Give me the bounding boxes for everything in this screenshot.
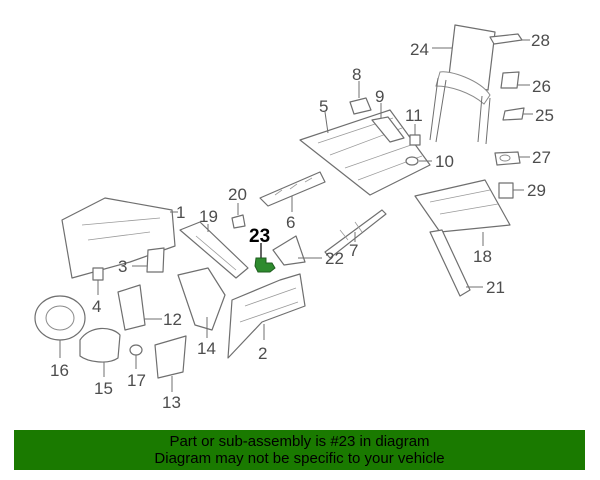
callout-21: 21 [486,278,505,297]
callout-15: 15 [94,379,113,398]
part-7-rail [324,209,387,259]
part-14-wheelhouse-trim [177,267,226,338]
callout-6: 6 [286,213,295,232]
callout-14: 14 [197,339,216,358]
part-1-quarter-trim [61,197,178,279]
callout-12: 12 [163,310,182,329]
part-21-pillar-trim [429,229,483,297]
part-29-latch [498,182,524,199]
callout-17: 17 [127,371,146,390]
part-26-bracket [500,71,530,89]
callout-18: 18 [473,247,492,266]
part-15-foam-block [79,327,121,377]
part-2-quarter-trim [227,273,306,359]
callout-22: 22 [325,249,344,268]
part-27-handle [494,151,530,166]
banner-line-2: Diagram may not be specific to your vehi… [154,450,445,467]
part-24-shade-frame [429,24,496,145]
info-banner: Part or sub-assembly is #23 in diagram D… [14,430,585,470]
part-18-cargo-cover [414,179,511,246]
callout-28: 28 [531,31,550,50]
part-10-grommet [405,156,432,166]
part-4-cap [92,267,104,295]
part-20-clip [231,203,246,229]
part-12-panel [117,284,162,331]
callout-7: 7 [349,241,358,260]
callout-25: 25 [535,106,554,125]
part-23-highlighted [254,243,276,273]
callout-16: 16 [50,361,69,380]
callout-3: 3 [118,257,127,276]
part-13-panel [154,335,187,392]
part-28-clip [489,33,530,45]
callout-8: 8 [352,65,361,84]
callout-26: 26 [532,77,551,96]
part-3-cover [132,247,165,273]
callout-labels: 1 2 3 4 5 6 7 8 9 10 11 12 13 14 15 16 1… [50,31,554,412]
callout-24: 24 [410,40,429,59]
callout-4: 4 [92,297,101,316]
part-8-clip [349,81,372,115]
part-25-cover [502,107,533,121]
callout-9: 9 [375,87,384,106]
part-17-clip [129,344,143,369]
callout-1: 1 [176,203,185,222]
part-22-bracket [272,235,322,266]
callout-10: 10 [435,152,454,171]
parts-diagram: 1 2 3 4 5 6 7 8 9 10 11 12 13 14 15 16 1… [34,24,554,412]
callout-23: 23 [249,226,270,247]
part-9-handle [371,103,405,143]
callout-29: 29 [527,181,546,200]
part-6-rail [259,171,326,212]
callout-11: 11 [405,106,423,125]
callout-2: 2 [258,344,267,363]
banner-line-1: Part or sub-assembly is #23 in diagram [169,433,430,450]
part-11-cap [409,124,421,146]
part-19-sill-trim [179,221,249,279]
callout-27: 27 [532,148,551,167]
callout-19: 19 [199,207,218,226]
callout-20: 20 [228,185,247,204]
part-16-spare-tire-cover [34,295,86,358]
callout-5: 5 [319,97,328,116]
callout-13: 13 [162,393,181,412]
